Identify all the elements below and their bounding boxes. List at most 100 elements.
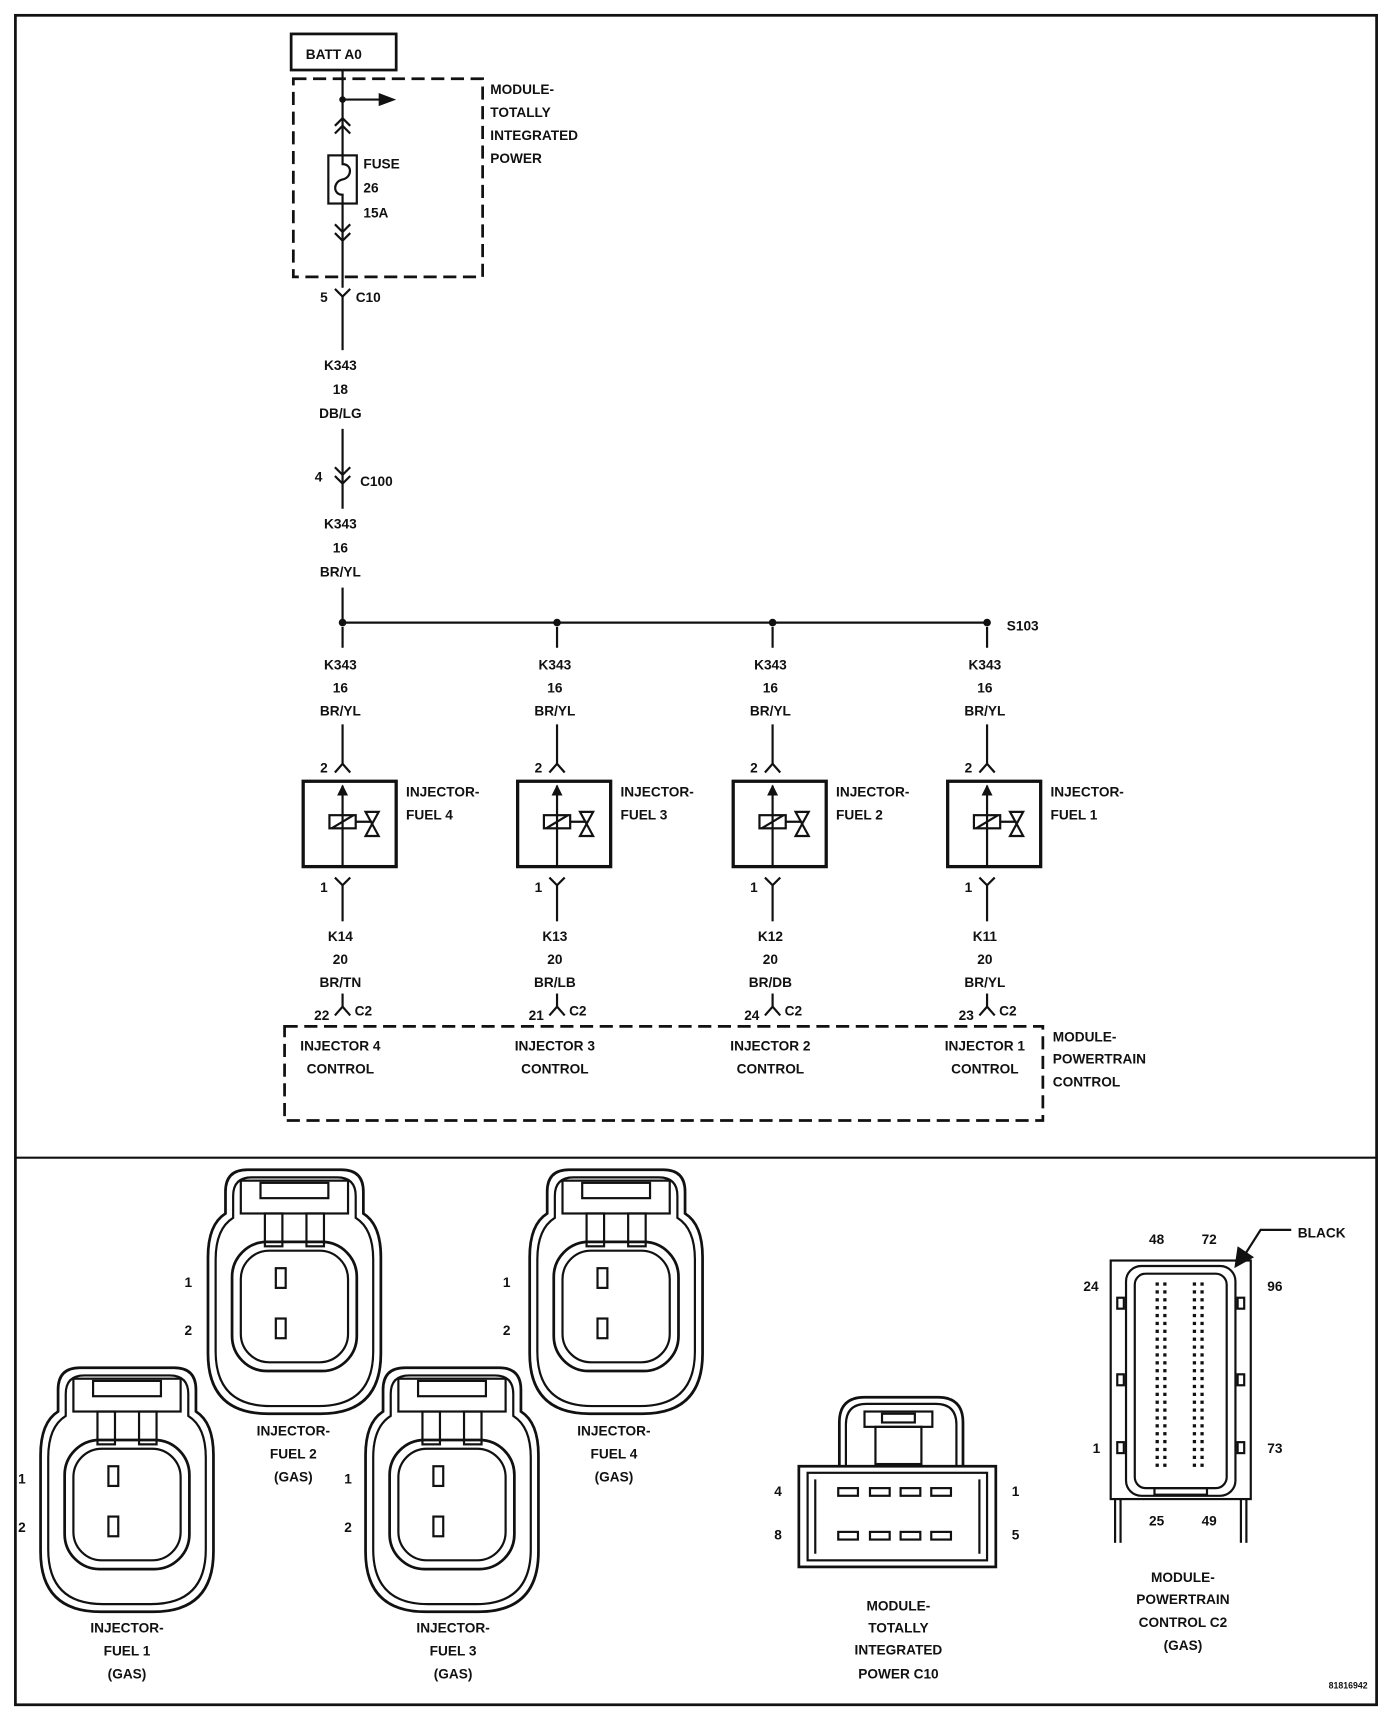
splice-dot	[983, 618, 991, 627]
connector-hood-inner	[844, 1402, 958, 1467]
pcm-pin-cavity	[1192, 1432, 1197, 1436]
pcm-pin-cavity	[1155, 1439, 1159, 1444]
pcm-pin-cavity	[1192, 1455, 1197, 1460]
pcm-pin-cavity	[1155, 1361, 1159, 1365]
splice-dot	[338, 618, 347, 627]
fuse-element-icon	[334, 155, 352, 204]
pcm-pin-cavity	[1163, 1408, 1167, 1412]
pcm-pin-cavity	[1192, 1369, 1197, 1373]
injector-connector-face	[39, 1366, 215, 1614]
terminal-cavity	[899, 1487, 922, 1497]
pcm-pin-cavity	[1163, 1432, 1167, 1436]
wire-circuit: K14	[328, 929, 353, 944]
connector-hood	[837, 1395, 965, 1467]
pcm-pin-cavity	[1192, 1392, 1197, 1396]
pcm-connector: C2	[569, 1003, 587, 1018]
pcm-pin-cavity	[1155, 1416, 1159, 1420]
connector-view-label: (GAS)	[274, 1470, 313, 1485]
pcm-pin-cavity	[1163, 1424, 1167, 1428]
valve-icon	[793, 810, 811, 838]
color-callout: BLACK	[1298, 1226, 1346, 1241]
connector-key	[1153, 1487, 1209, 1496]
valve-icon	[578, 810, 595, 838]
pcm-pin-cavity	[1163, 1290, 1167, 1294]
connector-symbol-icon	[764, 762, 782, 774]
chevron-down-icon	[334, 223, 352, 234]
wire-gauge: 16	[333, 541, 349, 556]
wire-circuit: K343	[539, 658, 572, 673]
injector-name: INJECTOR-	[620, 785, 693, 800]
chevron-down-icon	[334, 232, 352, 243]
arrow-up-icon	[767, 784, 779, 796]
pcm-pin-cavity	[1192, 1282, 1197, 1286]
tip-module-label-line: TOTALLY	[490, 105, 550, 120]
connector-latch-body	[874, 1425, 923, 1466]
pin-label: 96	[1267, 1279, 1283, 1294]
pcm-pin-cavity	[1163, 1447, 1167, 1452]
pin-label: 2	[184, 1323, 192, 1338]
injector-name: FUEL 3	[620, 808, 667, 823]
pcm-pin-cavity	[1192, 1447, 1197, 1452]
connector-symbol-icon	[334, 762, 352, 774]
wire-gauge: 20	[333, 952, 349, 967]
splice-label: S103	[1007, 618, 1039, 633]
connector-name: C100	[360, 474, 393, 489]
connector-view-label: FUEL 4	[591, 1447, 638, 1462]
pcm-pin-cavity	[1200, 1376, 1204, 1381]
injector-body	[946, 779, 1043, 869]
arrow-up-icon	[551, 784, 563, 796]
connector-view-label: CONTROL C2	[1139, 1615, 1228, 1630]
side-tab	[1236, 1441, 1246, 1455]
injector-branch-fuel-4: K343 16 BR/YL 2 INJECTOR- FUEL 4 1 K14 2…	[300, 626, 479, 1076]
tip-module-label-line: POWER	[490, 151, 542, 166]
pcm-pin-cavity	[1200, 1329, 1204, 1333]
chevron-down-icon	[334, 475, 352, 486]
pcm-pin-cavity	[1200, 1400, 1204, 1404]
injector-name: INJECTOR-	[1051, 785, 1124, 800]
wire-color: BR/YL	[964, 704, 1005, 719]
pcm-pin-cavity	[1155, 1400, 1159, 1404]
pcm-pin-cavity	[1200, 1337, 1204, 1341]
pcm-pin-cavity	[1163, 1439, 1167, 1444]
valve-icon	[1008, 810, 1026, 838]
pcm-pin-cavity	[1192, 1463, 1197, 1467]
pcm-pin-cavity	[1200, 1455, 1204, 1460]
pcm-function: INJECTOR 4	[300, 1038, 381, 1053]
pcm-pin-cavity	[1200, 1321, 1204, 1326]
terminal-cavity	[899, 1530, 922, 1541]
pcm-connector: C2	[785, 1003, 803, 1018]
connector-c100: 4 C100	[315, 466, 393, 489]
pcm-pin-cavity	[1192, 1361, 1197, 1365]
pcm-pin-cavity	[1163, 1306, 1167, 1310]
injector-body	[301, 779, 398, 869]
fuse-label: FUSE	[363, 157, 399, 172]
injector-pin-out: 1	[320, 880, 328, 895]
pin-label: 25	[1149, 1513, 1165, 1528]
wire-color: DB/LG	[319, 406, 361, 421]
pcm-pin-cavity	[1155, 1384, 1159, 1389]
connector-view-label: FUEL 1	[104, 1644, 151, 1659]
solenoid-coil-icon	[761, 814, 785, 830]
pcm-pin-cavity	[1192, 1408, 1197, 1412]
pcm-pin-cavity	[1155, 1424, 1159, 1428]
pcm-pin-cavity	[1200, 1432, 1204, 1436]
terminal-cavity	[930, 1530, 953, 1541]
terminal-cavity	[868, 1487, 891, 1497]
wire-gauge: 16	[333, 681, 349, 696]
wire-color: BR/YL	[320, 704, 361, 719]
pcm-connector: C2	[999, 1003, 1017, 1018]
wire-circuit: K343	[969, 658, 1002, 673]
pcm-function: CONTROL	[307, 1061, 375, 1076]
pcm-pin-cavity	[1163, 1392, 1167, 1396]
pcm-pin-cavity	[1192, 1400, 1197, 1404]
tip-module-boundary	[291, 77, 484, 279]
pcm-function: CONTROL	[521, 1061, 589, 1076]
pin-label: 49	[1202, 1513, 1218, 1528]
connector-body	[1109, 1259, 1252, 1501]
pcm-pin-cavity	[1155, 1369, 1159, 1373]
pcm-pin-cavity	[1163, 1455, 1167, 1460]
pcm-pin-cavity	[1163, 1384, 1167, 1389]
terminal-cavity	[837, 1530, 860, 1541]
connector-symbol-icon	[764, 1005, 782, 1017]
pin-label: 24	[1083, 1279, 1099, 1294]
